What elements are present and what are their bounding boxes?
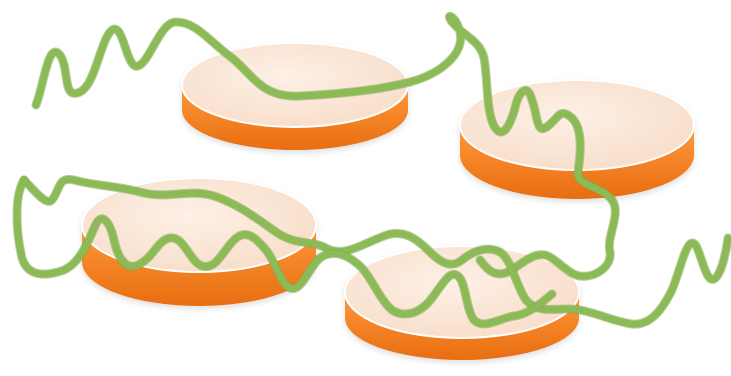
discs-and-strands-illustration [0,0,731,376]
diagram-canvas [0,0,731,376]
